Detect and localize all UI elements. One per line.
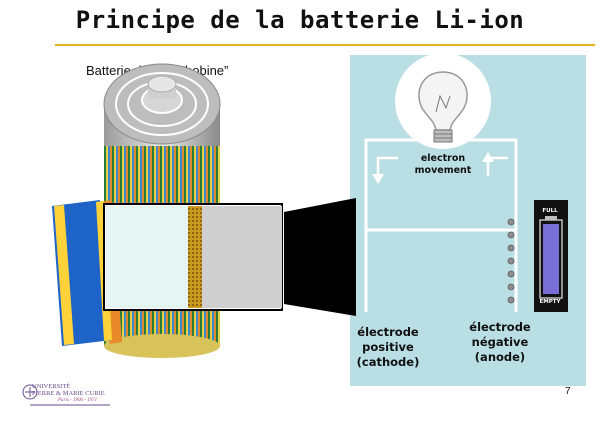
charge-gauge (534, 200, 568, 312)
university-logo-text: UNIVERSITÉ PIERRE & MARIE CURIE (32, 383, 112, 397)
positive-label-line2: positive (362, 340, 414, 354)
electron-label-line1: electron (420, 153, 466, 164)
electron-dots (507, 218, 515, 304)
electron-label-line2: movement (414, 165, 472, 176)
negative-label-line2: négative (471, 335, 529, 349)
positive-electrode-label: électrode positive (cathode) (346, 325, 430, 370)
negative-electrode-label: électrode négative (anode) (458, 320, 542, 365)
negative-label-line3: (anode) (474, 350, 526, 364)
page-number: 7 (565, 386, 571, 397)
slide-title: Principe de la batterie Li-ion (75, 6, 525, 34)
positive-label-line1: électrode (357, 325, 419, 339)
gauge-full-label: FULL (542, 208, 558, 214)
logo-line1: UNIVERSITÉ (32, 383, 71, 390)
circuit-wires (364, 138, 518, 312)
positive-label-line3: (cathode) (356, 355, 420, 369)
light-bulb-icon (418, 71, 468, 143)
logo-tagline: Paris - 1906 - 1971 (58, 398, 98, 403)
gauge-empty-label: EMPTY (539, 299, 561, 305)
electron-movement-label: electron movement (404, 153, 482, 177)
title-underline (55, 44, 595, 46)
university-logo-icon (22, 384, 38, 400)
zoom-section (103, 198, 356, 316)
negative-label-line1: électrode (469, 320, 531, 334)
logo-line2: PIERRE & MARIE CURIE (32, 390, 105, 397)
